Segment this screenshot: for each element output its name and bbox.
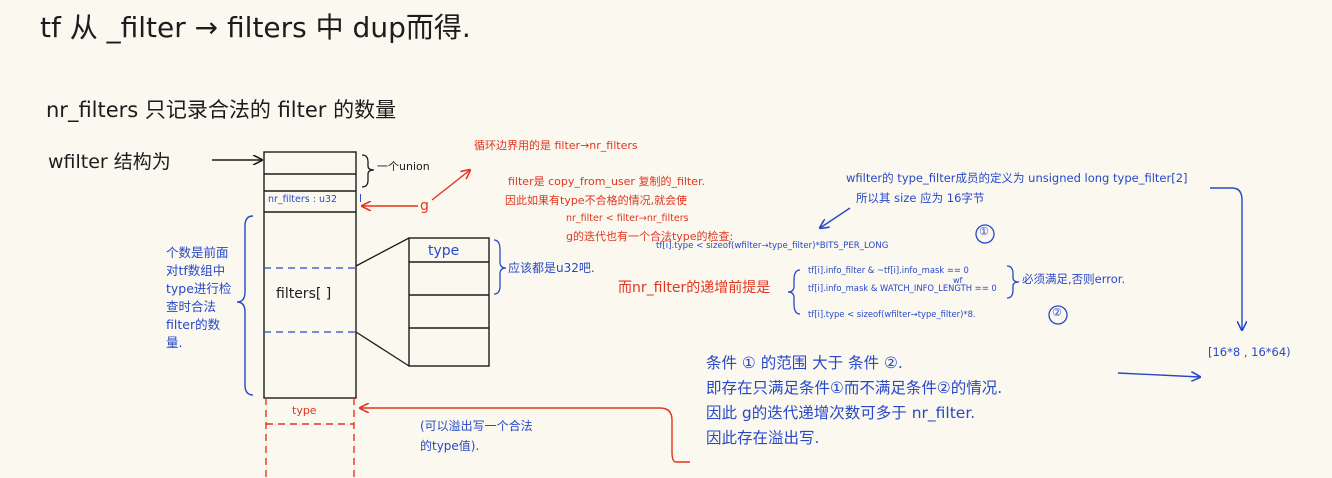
expansion-lines <box>355 237 410 367</box>
overflow-box <box>265 398 355 478</box>
field-marker-l: l <box>359 192 363 205</box>
type-note: 应该都是u32吧. <box>508 261 595 275</box>
conclusion-line: 条件 ① 的范围 大于 条件 ②. <box>706 354 903 372</box>
overflow-note-line: (可以溢出写一个合法 <box>420 419 533 433</box>
filters-field: filters[ ] <box>276 286 332 302</box>
union-label: 一个union <box>377 160 430 173</box>
left-note-line: 查时合法 <box>166 299 217 314</box>
conclusion: 条件 ① 的范围 大于 条件 ②. 即存在只满足条件①而不满足条件②的情况. 因… <box>706 351 1002 451</box>
def-to-range-arrow <box>1210 187 1242 330</box>
left-note-line: type进行检 <box>166 281 232 296</box>
condition-b: tf[i].info_mask & WATCH_INFO_LENGTH == 0 <box>808 283 997 293</box>
left-note-line: 个数是前面 <box>166 245 229 260</box>
g-to-loop-arrow <box>431 170 470 201</box>
condition-2: tf[i].type < sizeof(wfilter→type_filter)… <box>808 309 976 319</box>
overflow-arrow <box>360 408 690 463</box>
left-note: 个数是前面 对tf数组中 type进行检 查时合法 filter的数 量. <box>166 244 231 352</box>
red-line-3: nr_filter < filter→nr_filters <box>566 213 689 224</box>
conclusion-line: 即存在只满足条件①而不满足条件②的情况. <box>706 379 1003 397</box>
g-mark: g <box>420 198 429 214</box>
union-brace <box>361 154 375 188</box>
condition-a: tf[i].info_filter & ~tf[i].info_mask == … <box>808 265 969 275</box>
condition-1: tf[i].type < sizeof(wfilter→type_filter)… <box>656 241 889 251</box>
title-line-2: nr_filters 只记录合法的 filter 的数量 <box>46 98 397 122</box>
type-filter-def: wfilter的 type_filter成员的定义为 unsigned long… <box>846 171 1188 185</box>
increment-rule: 而nr_filter的递增前提是 <box>618 280 771 296</box>
cond-brace-right <box>1006 265 1020 299</box>
condition-a-sub: wf <box>953 276 963 285</box>
cond2-circle <box>1048 305 1068 325</box>
overflow-type-label: type <box>292 404 317 417</box>
struct-label: wfilter 结构为 <box>48 151 171 173</box>
nr-filters-field: nr_filters : u32 <box>268 194 338 205</box>
red-line-2: 因此如果有type不合格的情况,就会使 <box>505 194 688 207</box>
conclusion-to-range-arrow <box>1117 373 1200 377</box>
left-note-line: 量. <box>166 335 183 350</box>
type-brace <box>493 239 507 295</box>
left-note-line: filter的数 <box>166 317 221 332</box>
loop-note: 循环边界用的是 filter→nr_filters <box>474 139 638 152</box>
condition-1-number: ① <box>979 225 989 238</box>
type-box-label: type <box>428 243 460 259</box>
conclusion-line: 因此 g的迭代递增次数可多于 nr_filter. <box>706 404 976 422</box>
overflow-note: (可以溢出写一个合法 的type值). <box>420 416 533 456</box>
title-line-1: tf 从 _filter → filters 中 dup而得. <box>40 11 471 44</box>
overflow-note-line: 的type值). <box>420 439 480 453</box>
type-table <box>408 237 490 367</box>
wfilter-struct-box <box>263 151 357 399</box>
red-line-1: filter是 copy_from_user 复制的_filter. <box>508 175 706 188</box>
filters-dashed-lines <box>264 267 356 333</box>
must-note: 必须满足,否则error. <box>1022 272 1126 286</box>
red-line-4: g的迭代也有一个合法type的检查: <box>566 230 734 243</box>
size-note: 所以其 size 应为 16字节 <box>856 191 985 205</box>
left-note-line: 对tf数组中 <box>166 263 226 278</box>
cond-brace <box>787 269 801 315</box>
def-to-cond-arrow <box>820 207 851 228</box>
left-note-brace <box>236 215 254 396</box>
conclusion-line: 因此存在溢出写. <box>706 429 820 447</box>
condition-2-number: ② <box>1052 306 1062 319</box>
cond1-circle <box>975 224 995 244</box>
range-note: [16*8 , 16*64) <box>1208 345 1291 359</box>
